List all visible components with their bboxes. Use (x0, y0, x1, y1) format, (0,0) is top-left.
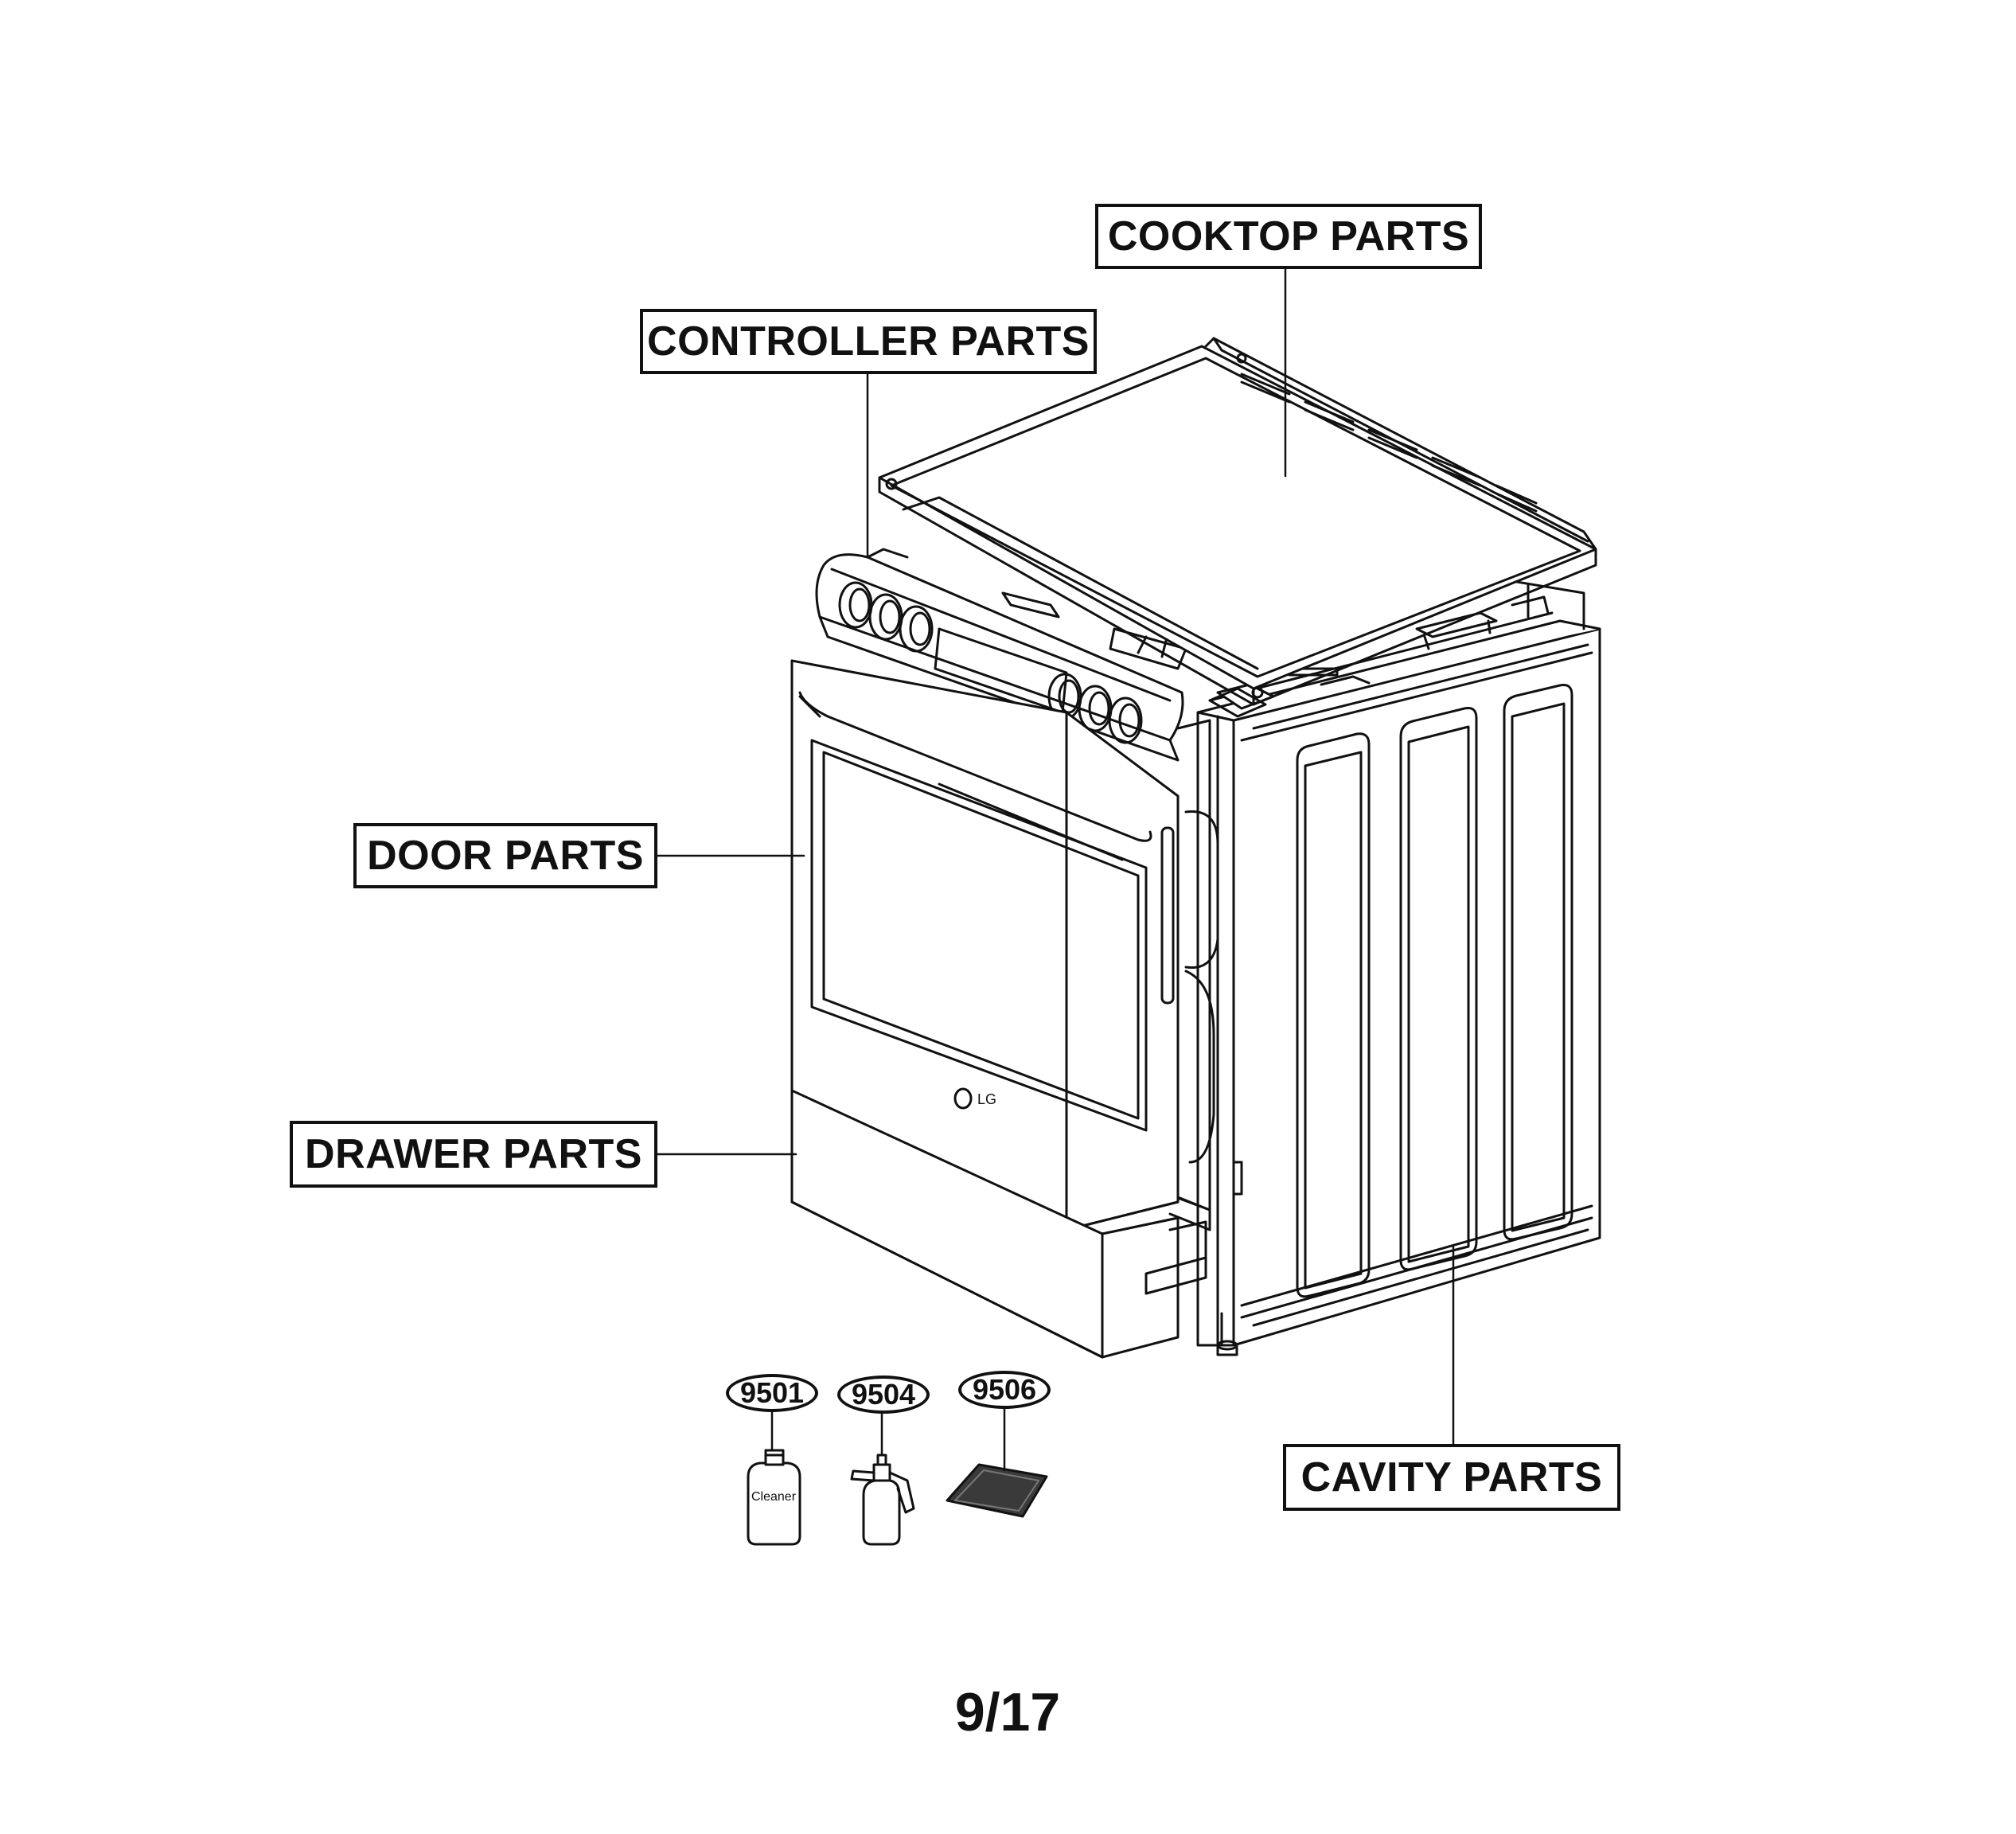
cavity-body (1196, 579, 1601, 1356)
door-parts-label[interactable]: DOOR PARTS (353, 823, 657, 888)
page-number: 9/17 (954, 1682, 1061, 1742)
storage-drawer (790, 1089, 1207, 1359)
oven-interior (1168, 719, 1243, 1231)
leader-lines (656, 266, 1455, 1472)
cleaner-bottle-text: Cleaner (751, 1490, 797, 1504)
drawer-parts-label[interactable]: DRAWER PARTS (290, 1121, 657, 1188)
spray-bottle-icon (850, 1454, 915, 1546)
part-number-9504[interactable]: 9504 (837, 1376, 930, 1414)
cooktop (878, 337, 1597, 706)
cooktop-parts-label[interactable]: COOKTOP PARTS (1095, 204, 1482, 269)
lg-logo: LG (977, 1091, 996, 1107)
left-knobs (838, 581, 934, 653)
cavity-parts-label[interactable]: CAVITY PARTS (1283, 1444, 1620, 1511)
controller-parts-label[interactable]: CONTROLLER PARTS (640, 309, 1097, 374)
scrub-pad-icon (946, 1463, 1048, 1518)
part-number-9506[interactable]: 9506 (958, 1371, 1051, 1409)
control-panel (815, 548, 1267, 762)
part-number-9501[interactable]: 9501 (726, 1374, 818, 1412)
cleaner-bottle-icon (747, 1449, 801, 1546)
